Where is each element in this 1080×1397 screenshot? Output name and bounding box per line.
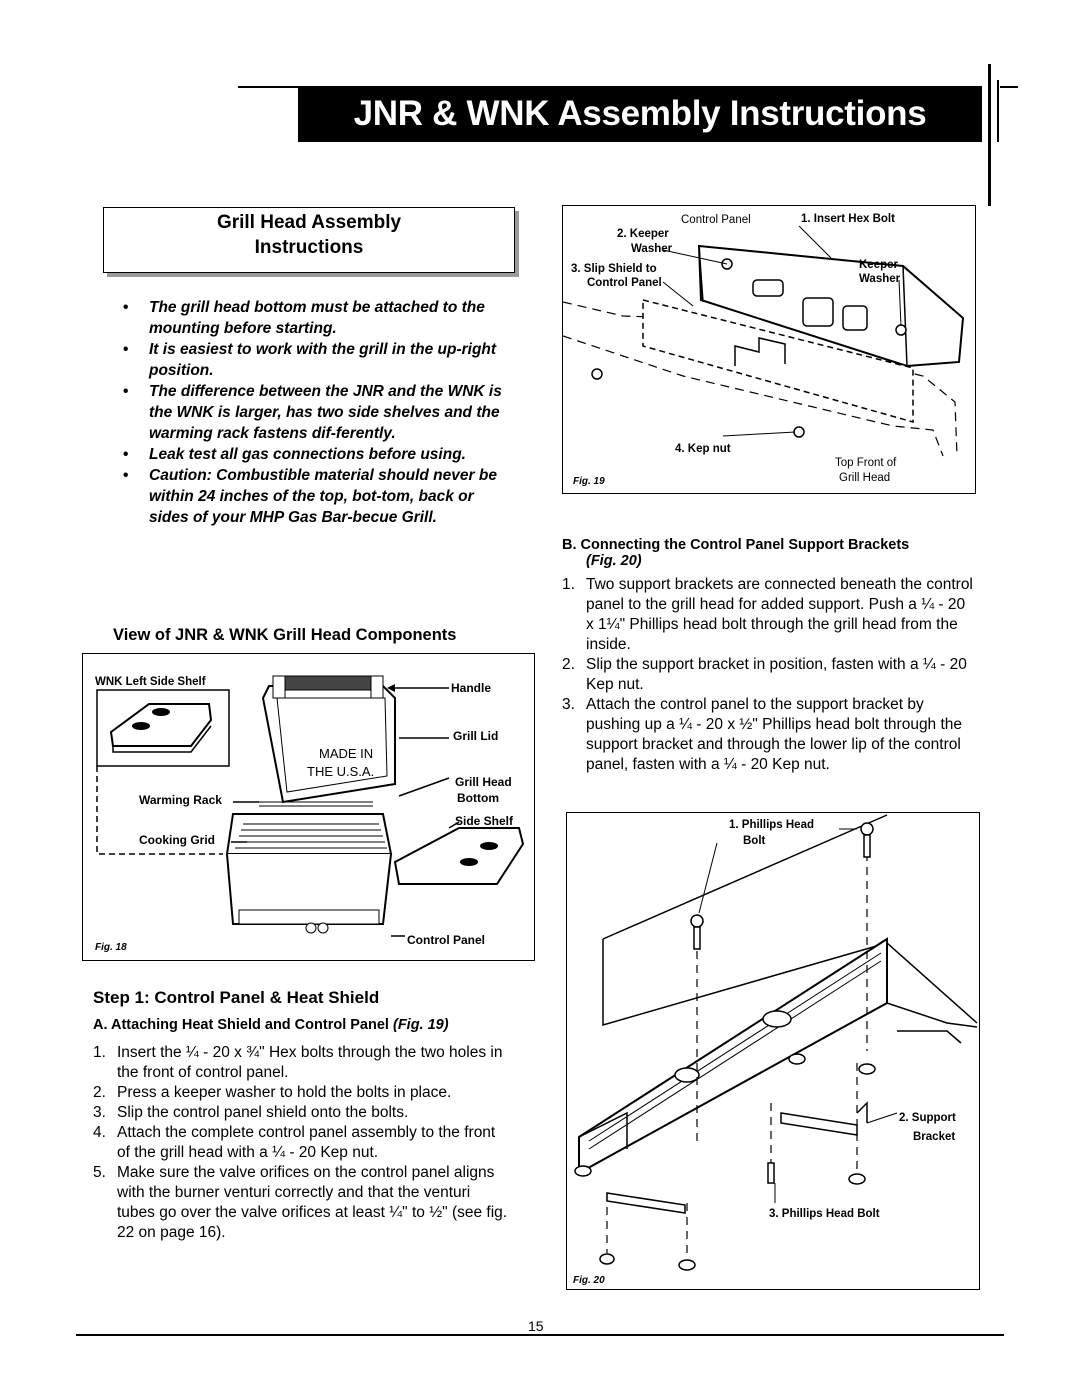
list-item: 3.Slip the control panel shield onto the…: [93, 1104, 409, 1121]
section-b-heading: B. Connecting the Control Panel Support …: [562, 537, 910, 569]
fig20-caption: Fig. 20: [573, 1275, 605, 1286]
bullet-item: It is easiest to work with the grill in …: [113, 339, 513, 381]
bullet-item: The grill head bottom must be attached t…: [113, 297, 513, 339]
label-keeper-washer: Washer: [631, 243, 673, 255]
label-grill-head: Grill Head: [455, 775, 512, 789]
section-title-line2: Instructions: [254, 237, 364, 258]
label-control-panel: Control Panel: [681, 214, 751, 226]
header-rule-right: [1000, 86, 1018, 88]
label-insert-hex-bolt: 1. Insert Hex Bolt: [801, 213, 895, 225]
list-item: 2.Press a keeper washer to hold the bolt…: [93, 1084, 452, 1101]
fig18-caption: Fig. 18: [95, 942, 127, 953]
caution-bullets: The grill head bottom must be attached t…: [113, 297, 513, 528]
step1-heading: Step 1: Control Panel & Heat Shield: [93, 988, 380, 1007]
support-bracket-illustration: 1. Phillips Head Bolt 2. Support Bracket…: [573, 814, 978, 1286]
list-item: 4.Attach the complete control panel asse…: [93, 1124, 496, 1161]
step1-subheading: A. Attaching Heat Shield and Control Pan…: [93, 1017, 449, 1033]
section-b-list: 1.Two support brackets are connected ben…: [562, 575, 974, 775]
fig19-caption: Fig. 19: [573, 476, 605, 487]
label-keeper: 2. Keeper: [617, 228, 669, 240]
list-item: 3.Attach the control panel to the suppor…: [562, 696, 963, 773]
list-item: 1.Two support brackets are connected ben…: [562, 576, 973, 653]
label-slip-shield-2: Control Panel: [587, 277, 662, 289]
made-in-text-1: MADE IN: [319, 746, 373, 761]
figure-18: MADE IN THE U.S.A. WNK Left Side Shelf H: [82, 653, 535, 961]
label-support: 2. Support: [899, 1112, 956, 1124]
section-title-box: Grill Head Assembly Instructions: [103, 207, 515, 273]
bullet-item: Leak test all gas connections before usi…: [113, 444, 513, 465]
page-number: 15: [528, 1318, 544, 1334]
heat-shield-illustration: Control Panel 1. Insert Hex Bolt 2. Keep…: [562, 213, 965, 487]
page-title: JNR & WNK Assembly Instructions: [298, 86, 982, 142]
step1-list: 1.Insert the ¼ - 20 x ¾" Hex bolts throu…: [93, 1043, 511, 1243]
header-vert-rule-2: [997, 80, 999, 142]
figure-19: Control Panel 1. Insert Hex Bolt 2. Keep…: [562, 205, 976, 494]
label-phillips-head-bolt: 3. Phillips Head Bolt: [769, 1208, 880, 1220]
grill-components-illustration: MADE IN THE U.S.A. WNK Left Side Shelf H: [95, 675, 525, 953]
list-item: 2.Slip the support bracket in position, …: [562, 656, 967, 693]
label-control-panel: Control Panel: [407, 933, 485, 947]
label-phillips-bolt: Bolt: [743, 835, 766, 847]
label-top-front: Top Front of: [835, 457, 897, 469]
bullet-item: The difference between the JNR and the W…: [113, 381, 513, 444]
header-vert-rule: [988, 64, 991, 206]
label-handle: Handle: [451, 681, 491, 695]
label-bracket: Bracket: [913, 1131, 955, 1143]
section-title-line1: Grill Head Assembly: [216, 212, 402, 233]
label-grill-lid: Grill Lid: [453, 729, 498, 743]
label-side-shelf: Side Shelf: [455, 814, 514, 828]
label-phillips-head: 1. Phillips Head: [729, 819, 814, 831]
list-item: 5.Make sure the valve orifices on the co…: [93, 1164, 508, 1241]
label-slip-shield: 3. Slip Shield to: [571, 263, 657, 275]
label-keeper-right: Keeper: [859, 259, 899, 271]
made-in-text-2: THE U.S.A.: [307, 764, 374, 779]
label-wnk-shelf: WNK Left Side Shelf: [95, 676, 206, 688]
bullet-item: Caution: Combustible material should nev…: [113, 465, 513, 528]
label-warming-rack: Warming Rack: [139, 793, 222, 807]
header-rule-left: [238, 86, 300, 88]
label-grill-head: Grill Head: [839, 472, 890, 484]
label-grill-head-bottom: Bottom: [457, 791, 499, 805]
footer-rule: [76, 1334, 1004, 1336]
list-item: 1.Insert the ¼ - 20 x ¾" Hex bolts throu…: [93, 1044, 503, 1081]
label-cooking-grid: Cooking Grid: [139, 833, 215, 847]
label-kep-nut: 4. Kep nut: [675, 443, 731, 455]
label-keeper-washer-right: Washer: [859, 273, 901, 285]
figure-20: 1. Phillips Head Bolt 2. Support Bracket…: [566, 812, 980, 1290]
components-heading: View of JNR & WNK Grill Head Components: [113, 626, 457, 644]
